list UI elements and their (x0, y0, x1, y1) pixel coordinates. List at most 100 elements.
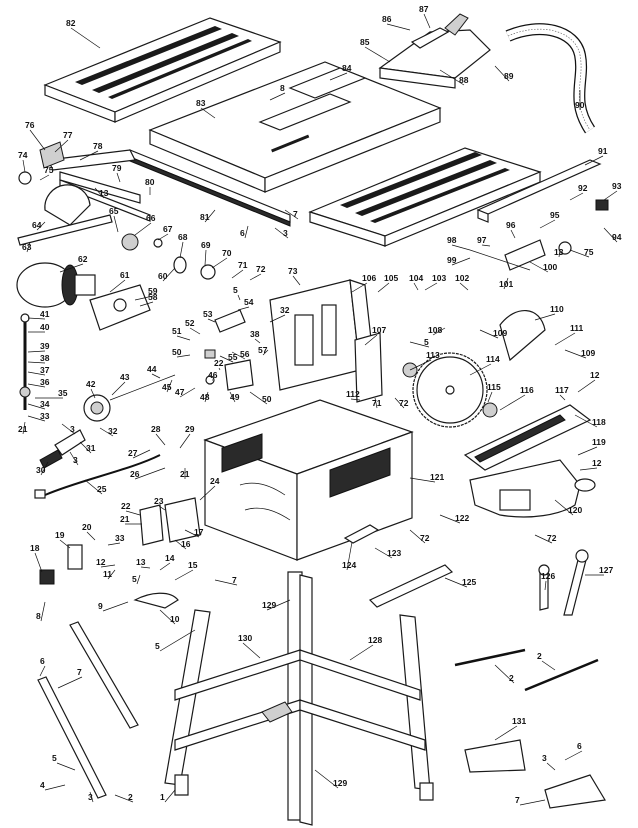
leader-line-68 (179, 241, 184, 259)
callout-72: 72 (399, 398, 409, 408)
callout-116: 116 (520, 385, 534, 395)
leader-line-38 (254, 338, 261, 344)
leader-line-126 (544, 580, 547, 591)
callout-119: 119 (592, 437, 606, 447)
leader-line-9 (102, 601, 129, 612)
leader-line-60 (162, 267, 176, 282)
leader-line-50 (249, 391, 268, 405)
callout-61: 61 (120, 270, 130, 280)
leader-line-87 (423, 13, 431, 29)
callout-51: 51 (172, 326, 182, 336)
leader-line-109 (564, 349, 587, 359)
leader-line-81 (204, 209, 216, 223)
callout-5: 5 (155, 641, 160, 651)
leader-line-114 (469, 363, 492, 376)
leader-line-41 (27, 317, 46, 320)
left-extension-table (43, 17, 282, 123)
callout-2: 2 (537, 651, 542, 661)
leader-line-7 (214, 579, 238, 586)
callout-129: 129 (262, 600, 276, 610)
brace-right-a (454, 648, 526, 667)
callout-115: 115 (487, 382, 501, 392)
callout-40: 40 (40, 322, 50, 332)
leader-line-4 (44, 784, 66, 791)
leader-line-111 (554, 332, 576, 346)
callout-68: 68 (178, 232, 188, 242)
lower-guard (463, 404, 592, 471)
cabinet (203, 399, 414, 561)
leader-line-106 (351, 282, 368, 293)
leader-line-79 (116, 172, 121, 183)
bracket-131 (464, 739, 526, 773)
callout-121: 121 (430, 472, 444, 482)
callout-49: 49 (230, 392, 240, 402)
leader-line-65 (113, 215, 119, 233)
leader-line-58 (139, 301, 154, 307)
leader-line-29 (179, 433, 191, 449)
callout-88: 88 (459, 75, 469, 85)
right-rail (476, 159, 609, 223)
leader-line-32 (269, 314, 286, 323)
main-table-top (148, 61, 442, 193)
leader-line-103 (424, 282, 438, 291)
leader-line-104 (413, 282, 419, 291)
callout-78: 78 (93, 141, 103, 151)
callout-56: 56 (240, 349, 250, 359)
leader-line-66 (134, 222, 152, 236)
leader-line-73 (292, 275, 301, 286)
callout-32: 32 (280, 305, 290, 315)
leader-line-63 (26, 241, 31, 253)
leader-line-3 (69, 451, 79, 466)
leader-line-71 (374, 397, 378, 409)
saw-blade (402, 352, 498, 428)
leader-line-119 (577, 446, 598, 456)
callout-7: 7 (293, 209, 298, 219)
leader-line-2 (541, 660, 556, 671)
leader-line-12 (577, 379, 596, 393)
callout-3: 3 (70, 424, 75, 434)
leader-line-52 (189, 327, 201, 335)
leader-line-5 (159, 629, 196, 652)
callout-108: 108 (428, 325, 442, 335)
callout-5: 5 (233, 285, 238, 295)
callout-70: 70 (222, 248, 232, 258)
callout-79: 79 (112, 163, 122, 173)
leader-line-88 (439, 69, 465, 86)
callout-114: 114 (486, 354, 500, 364)
leader-line-97 (481, 244, 491, 247)
callout-6: 6 (240, 228, 245, 238)
leader-line-20 (86, 531, 96, 541)
callout-8: 8 (36, 611, 41, 621)
callout-63: 63 (22, 242, 32, 252)
callout-85: 85 (360, 37, 370, 47)
leader-line-12 (579, 467, 598, 471)
callout-99: 99 (447, 255, 457, 265)
callout-22: 22 (214, 358, 224, 368)
leader-line-30 (40, 461, 49, 476)
leader-line-74 (22, 159, 26, 173)
callout-131: 131 (512, 716, 526, 726)
leader-line-129 (314, 769, 339, 789)
leader-line-72 (249, 273, 262, 281)
leader-line-49 (229, 391, 236, 403)
callout-107: 107 (372, 325, 386, 335)
callout-93: 93 (612, 181, 622, 191)
leader-lines (22, 13, 618, 806)
callout-15: 15 (188, 560, 198, 570)
leader-line-7 (284, 209, 299, 220)
callout-83: 83 (196, 98, 206, 108)
callout-5: 5 (424, 337, 429, 347)
extraction-hose (505, 23, 596, 134)
leader-line-50 (176, 354, 191, 358)
mitre-slider (133, 524, 454, 609)
callout-57: 57 (258, 345, 268, 355)
leader-line-31 (79, 441, 92, 454)
leader-line-16 (174, 539, 187, 550)
leader-line-33 (107, 542, 121, 546)
leader-line-24 (199, 485, 216, 501)
callout-100: 100 (543, 262, 557, 272)
callout-46: 46 (208, 370, 218, 380)
leader-line-67 (157, 233, 169, 241)
callout-33: 33 (40, 411, 50, 421)
leader-line-72 (534, 534, 553, 544)
